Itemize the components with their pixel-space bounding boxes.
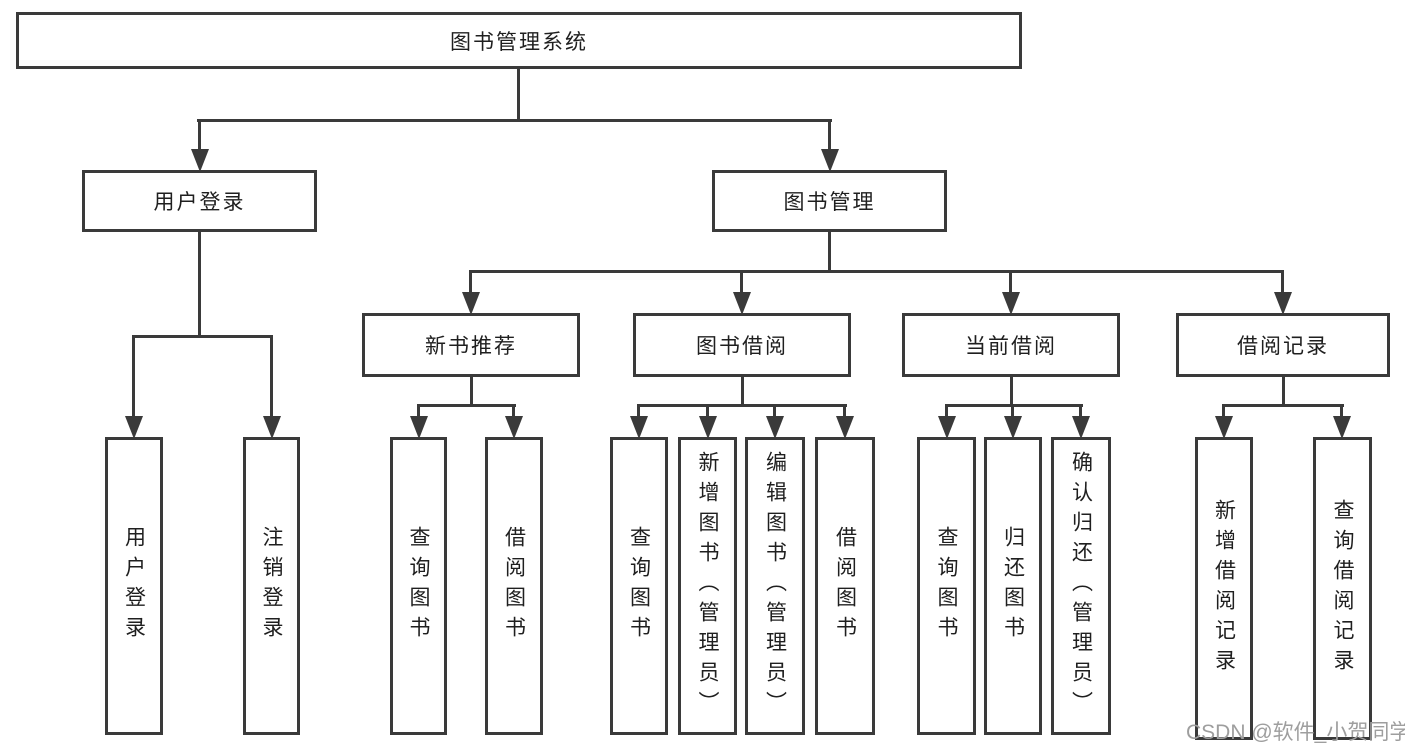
- connector-line: [1011, 404, 1014, 417]
- node-user-login-label: 用户登录: [153, 191, 246, 214]
- connector-line: [1281, 270, 1284, 294]
- connector-line: [198, 119, 201, 151]
- leaf-logout-label: 注销登录: [260, 526, 283, 646]
- leaf-query-book-borrow-label: 查询图书: [627, 526, 651, 646]
- connector-line: [270, 335, 273, 418]
- connector-line: [1009, 270, 1012, 294]
- connector-line: [773, 404, 776, 417]
- arrow-down-icon: [937, 416, 956, 439]
- connector-line: [843, 404, 846, 417]
- leaf-query-book-recommend-label: 查询图书: [407, 526, 430, 646]
- node-current-borrow-label: 当前借阅: [965, 335, 1057, 358]
- arrow-down-icon: [262, 416, 281, 439]
- arrow-down-icon: [505, 416, 523, 439]
- arrow-down-icon: [766, 416, 784, 439]
- leaf-query-book-current-label: 查询图书: [935, 526, 958, 646]
- arrow-down-icon: [1004, 416, 1022, 439]
- node-new-book-recommend: 新书推荐: [362, 313, 580, 377]
- connector-line: [1222, 404, 1344, 407]
- connector-line: [1010, 377, 1013, 407]
- connector-line: [637, 404, 847, 407]
- leaf-confirm-return-admin-label: 确认归还（管理员）: [1069, 451, 1093, 721]
- node-borrow-records: 借阅记录: [1176, 313, 1390, 377]
- arrow-down-icon: [698, 416, 717, 439]
- leaf-query-book-borrow: 查询图书: [610, 437, 668, 735]
- leaf-borrow-book-recommend-label: 借阅图书: [502, 526, 526, 646]
- connector-line: [1340, 404, 1343, 417]
- arrow-down-icon: [1333, 416, 1351, 439]
- leaf-query-borrow-record: 查询借阅记录: [1313, 437, 1372, 740]
- connector-line: [132, 335, 135, 418]
- connector-line: [945, 404, 1083, 407]
- arrow-down-icon: [462, 292, 480, 315]
- arrow-down-icon: [1072, 416, 1090, 439]
- connector-line: [1282, 377, 1285, 407]
- leaf-return-book-label: 归还图书: [1001, 526, 1025, 646]
- connector-line: [828, 119, 831, 151]
- node-book-borrow-label: 图书借阅: [696, 335, 788, 358]
- arrow-down-icon: [409, 416, 428, 439]
- connector-line: [741, 377, 744, 407]
- connector-line: [945, 404, 948, 417]
- connector-line: [132, 335, 273, 338]
- connector-line: [706, 404, 709, 417]
- leaf-edit-book-admin-label: 编辑图书（管理员）: [763, 451, 787, 721]
- node-new-book-recommend-label: 新书推荐: [425, 335, 517, 358]
- connector-line: [512, 404, 515, 417]
- node-user-login: 用户登录: [82, 170, 317, 232]
- connector-line: [470, 377, 473, 407]
- leaf-add-book-admin-label: 新增图书（管理员）: [696, 451, 719, 721]
- leaf-edit-book-admin: 编辑图书（管理员）: [745, 437, 805, 735]
- arrow-down-icon: [630, 416, 648, 439]
- node-library-system: 图书管理系统: [16, 12, 1022, 69]
- leaf-add-borrow-record-label: 新增借阅记录: [1212, 498, 1236, 679]
- node-book-borrow: 图书借阅: [633, 313, 851, 377]
- node-library-system-label: 图书管理系统: [450, 30, 588, 54]
- arrow-down-icon: [836, 416, 854, 439]
- connector-line: [637, 404, 640, 417]
- leaf-query-borrow-record-label: 查询借阅记录: [1331, 498, 1354, 679]
- node-current-borrow: 当前借阅: [902, 313, 1120, 377]
- connector-line: [417, 404, 516, 407]
- leaf-query-book-current: 查询图书: [917, 437, 976, 735]
- leaf-borrow-book-label: 借阅图书: [833, 526, 857, 646]
- leaf-query-book-recommend: 查询图书: [390, 437, 447, 735]
- watermark: CSDN @软件_小贺同学: [1186, 721, 1405, 744]
- leaf-borrow-book-recommend: 借阅图书: [485, 437, 543, 735]
- leaf-borrow-book: 借阅图书: [815, 437, 875, 735]
- leaf-user-login: 用户登录: [105, 437, 163, 735]
- connector-line: [198, 232, 201, 338]
- connector-line: [470, 270, 1284, 273]
- connector-line: [417, 404, 420, 417]
- arrow-down-icon: [820, 149, 839, 172]
- arrow-down-icon: [190, 149, 209, 172]
- arrow-down-icon: [125, 416, 143, 439]
- connector-line: [828, 232, 831, 273]
- leaf-confirm-return-admin: 确认归还（管理员）: [1051, 437, 1111, 735]
- leaf-return-book: 归还图书: [984, 437, 1042, 735]
- connector-line: [1079, 404, 1082, 417]
- connector-line: [740, 270, 743, 294]
- connector-line: [469, 270, 472, 294]
- leaf-logout: 注销登录: [243, 437, 300, 735]
- arrow-down-icon: [733, 292, 751, 315]
- node-book-management-label: 图书管理: [783, 191, 876, 214]
- connector-line: [517, 69, 520, 121]
- node-borrow-records-label: 借阅记录: [1237, 335, 1329, 358]
- arrow-down-icon: [1002, 292, 1020, 315]
- connector-line: [197, 119, 832, 122]
- leaf-add-book-admin: 新增图书（管理员）: [678, 437, 737, 735]
- leaf-user-login-label: 用户登录: [122, 526, 146, 646]
- arrow-down-icon: [1215, 416, 1233, 439]
- arrow-down-icon: [1274, 292, 1292, 315]
- node-book-management: 图书管理: [712, 170, 947, 232]
- connector-line: [1222, 404, 1225, 417]
- leaf-add-borrow-record: 新增借阅记录: [1195, 437, 1253, 740]
